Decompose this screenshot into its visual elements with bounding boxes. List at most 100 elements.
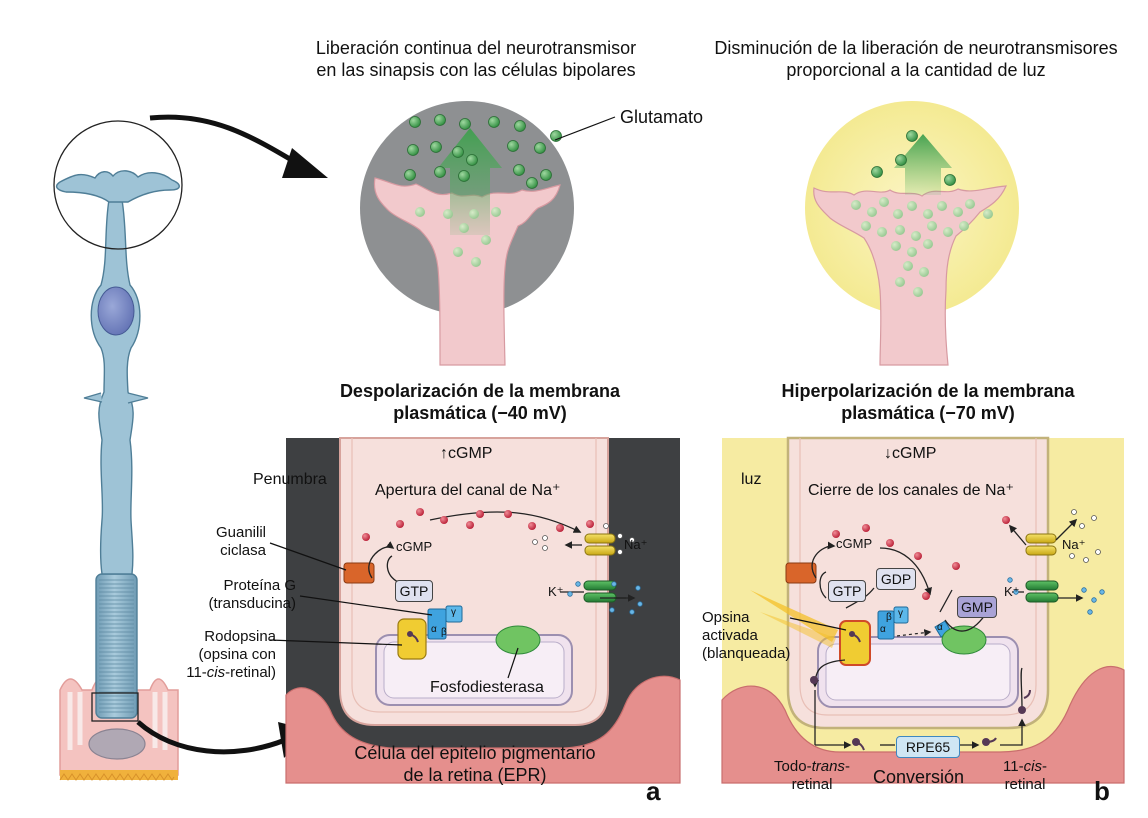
panel-b-beta: β: [886, 612, 892, 623]
panel-b-na-label: Na⁺: [1062, 537, 1086, 552]
panel-b-gmp-box: GMP: [957, 596, 997, 618]
all-trans-retinal-label: Todo-trans- retinal: [762, 758, 862, 794]
cgmp-molecule: [556, 524, 564, 532]
glutamate-vesicle-inside: [919, 267, 929, 277]
panel-b-heading: Hiperpolarización de la membrana plasmát…: [738, 380, 1118, 424]
rpe65-box: RPE65: [896, 736, 960, 758]
glutamate-vesicle-inside: [965, 199, 975, 209]
glutamate-vesicle: [540, 169, 552, 181]
sodium-ion: [542, 535, 548, 541]
glutamate-vesicle-inside: [471, 257, 481, 267]
panel-b-gdp-box: GDP: [876, 568, 916, 590]
glutamate-vesicle-inside: [923, 239, 933, 249]
panel-a-gamma: γ: [451, 607, 456, 618]
rhodopsin-line3-post: -retinal): [225, 664, 276, 681]
panel-b-heading-line1: Hiperpolarización de la membrana: [781, 381, 1075, 401]
panel-a-heading-line1: Despolarización de la membrana: [339, 381, 621, 401]
potassium-ion: [1007, 577, 1013, 583]
potassium-ion: [567, 591, 573, 597]
potassium-ion: [1081, 587, 1087, 593]
phosphodiesterase-label: Fosfodiesterasa: [430, 679, 544, 696]
sodium-ion: [532, 539, 538, 545]
panel-b-heading-line2: plasmática (−70 mV): [841, 403, 1015, 423]
potassium-ion: [637, 601, 643, 607]
all-trans-italic: trans: [811, 758, 845, 775]
rhodopsin-label: Rodopsina (opsina con 11-cis-retinal): [150, 628, 276, 682]
glutamate-vesicle-inside: [953, 207, 963, 217]
g-protein-label: Proteína G (transducina): [160, 577, 296, 613]
top-left-caption: Liberación continua del neurotransmisor …: [290, 37, 662, 81]
panel-a-heading-line2: plasmática (−40 mV): [393, 403, 567, 423]
guanylyl-cyclase-label: Guanilil ciclasa: [160, 524, 266, 560]
glutamate-vesicle: [871, 166, 883, 178]
glutamate-vesicle-inside: [861, 221, 871, 231]
glutamate-vesicle-inside: [907, 201, 917, 211]
panel-a-art: [269, 437, 681, 784]
bottom-callout-arrow: [136, 720, 286, 755]
cgmp-molecule: [476, 510, 484, 518]
sodium-ion: [603, 523, 609, 529]
cgmp-molecule: [396, 520, 404, 528]
panel-a-k-label: K⁺: [548, 584, 564, 599]
glutamate-vesicle-inside: [469, 209, 479, 219]
panel-b-art: [721, 436, 1125, 784]
cgmp-molecule: [504, 510, 512, 518]
conversion-label: Conversión: [873, 767, 965, 787]
top-left-caption-line1: Liberación continua del neurotransmisor: [315, 38, 637, 58]
cis-line2: retinal: [1004, 776, 1046, 793]
synapse-dark: [360, 101, 574, 366]
cgmp-molecule: [416, 508, 424, 516]
activated-opsin-label: Opsina activada (blanqueada): [702, 609, 790, 663]
sodium-ion: [629, 537, 635, 543]
panel-b-condition: luz: [741, 471, 762, 488]
panel-a-beta: β: [441, 627, 447, 638]
panel-a-letter: a: [646, 776, 661, 806]
panel-a-cgmp-trend: ↑cGMP: [440, 445, 493, 462]
rhodopsin-line3-italic: cis: [206, 664, 226, 681]
rpe-line2: de la retina (EPR): [403, 765, 547, 785]
panel-a-na-label: Na⁺: [624, 537, 648, 552]
top-callout-arrow: [149, 114, 302, 168]
glutamate-vesicle-inside: [877, 227, 887, 237]
sodium-ion: [542, 545, 548, 551]
synapse-light: [805, 101, 1019, 366]
glutamate-vesicle-inside: [891, 241, 901, 251]
panel-b-channel-state: Cierre de los canales de Na⁺: [808, 482, 1014, 499]
potassium-ion: [611, 581, 617, 587]
potassium-ion: [609, 607, 615, 613]
glutamate-vesicle: [526, 177, 538, 189]
all-trans-post: -: [844, 758, 850, 775]
glutamate-vesicle-inside: [895, 225, 905, 235]
glutamate-vesicle-inside: [879, 197, 889, 207]
all-trans-line2: retinal: [791, 776, 833, 793]
opsin-line1: Opsina: [702, 609, 750, 626]
panel-a-channel-state: Apertura del canal de Na⁺: [375, 482, 561, 499]
glutamate-vesicle: [944, 174, 956, 186]
glutamate-label: Glutamato: [620, 107, 704, 127]
glutamate-vesicle: [458, 170, 470, 182]
glutamate-vesicle: [430, 141, 442, 153]
potassium-ion: [1013, 589, 1019, 595]
rhodopsin-line1: Rodopsina: [204, 628, 276, 645]
glutamate-vesicle-inside: [415, 207, 425, 217]
glutamate-vesicle-inside: [851, 200, 861, 210]
sodium-ion: [1091, 515, 1097, 521]
panel-b-alpha-free: α: [937, 622, 943, 633]
glutamate-vesicle-inside: [893, 209, 903, 219]
guanylyl-line2: ciclasa: [220, 542, 266, 559]
glutamate-vesicle-inside: [923, 209, 933, 219]
glutamate-vesicle-inside: [937, 201, 947, 211]
opsin-line3: (blanqueada): [702, 645, 791, 662]
rhodopsin-line3-pre: 11-: [186, 664, 207, 681]
cgmp-molecule: [922, 592, 930, 600]
glutamate-vesicle: [466, 154, 478, 166]
glutamate-vesicle: [514, 120, 526, 132]
glutamate-vesicle-inside: [459, 223, 469, 233]
glutamate-vesicle: [534, 142, 546, 154]
glutamate-vesicle: [513, 164, 525, 176]
glutamate-leader: [554, 116, 616, 141]
guanylyl-line1: Guanilil: [215, 524, 266, 541]
cgmp-molecule: [362, 533, 370, 541]
